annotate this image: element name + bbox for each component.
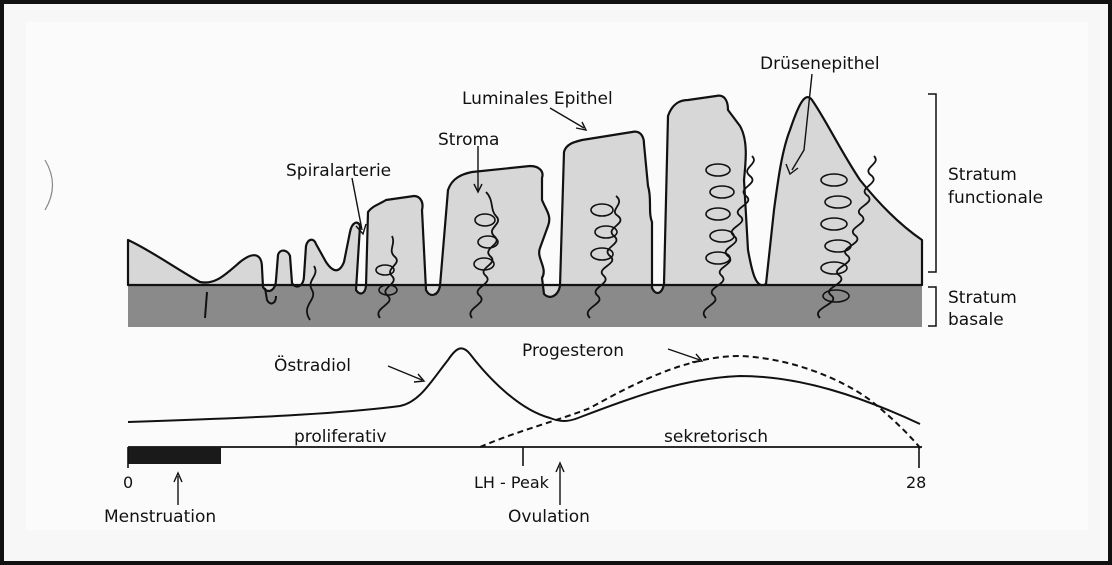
label-stroma: Stroma [438, 130, 499, 150]
label-proliferativ: proliferativ [294, 427, 387, 447]
label-day-0: 0 [123, 473, 133, 492]
label-druesenepithel: Drüsenepithel [760, 54, 880, 74]
label-lh-peak: LH - Peak [474, 473, 550, 492]
arrow-oestradiol [388, 366, 422, 380]
label-stratum-functionale-line2: functionale [948, 188, 1043, 208]
label-menstruation: Menstruation [104, 507, 216, 527]
label-day-28: 28 [906, 473, 926, 492]
label-stratum-basale-line2: basale [948, 310, 1004, 330]
stratum-functionale-tissue [128, 96, 922, 297]
menstruation-bar [128, 447, 221, 464]
stratum-basale-band [128, 285, 922, 327]
label-luminales-epithel: Luminales Epithel [462, 89, 613, 109]
arrow-progesteron [668, 349, 700, 360]
left-edge-mark [45, 160, 53, 210]
label-sekretorisch: sekretorisch [664, 427, 768, 447]
label-stratum-basale-line1: Stratum [948, 288, 1017, 308]
label-progesteron: Progesteron [522, 341, 624, 361]
label-ovulation: Ovulation [508, 507, 590, 527]
label-stratum-functionale-line1: Stratum [948, 165, 1017, 185]
bracket-stratum-functionale [928, 94, 936, 272]
label-oestradiol: Östradiol [274, 354, 351, 376]
label-spiralarterie: Spiralarterie [286, 161, 391, 181]
arrow-luminales-epithel [550, 108, 584, 128]
bracket-stratum-basale [928, 287, 936, 326]
